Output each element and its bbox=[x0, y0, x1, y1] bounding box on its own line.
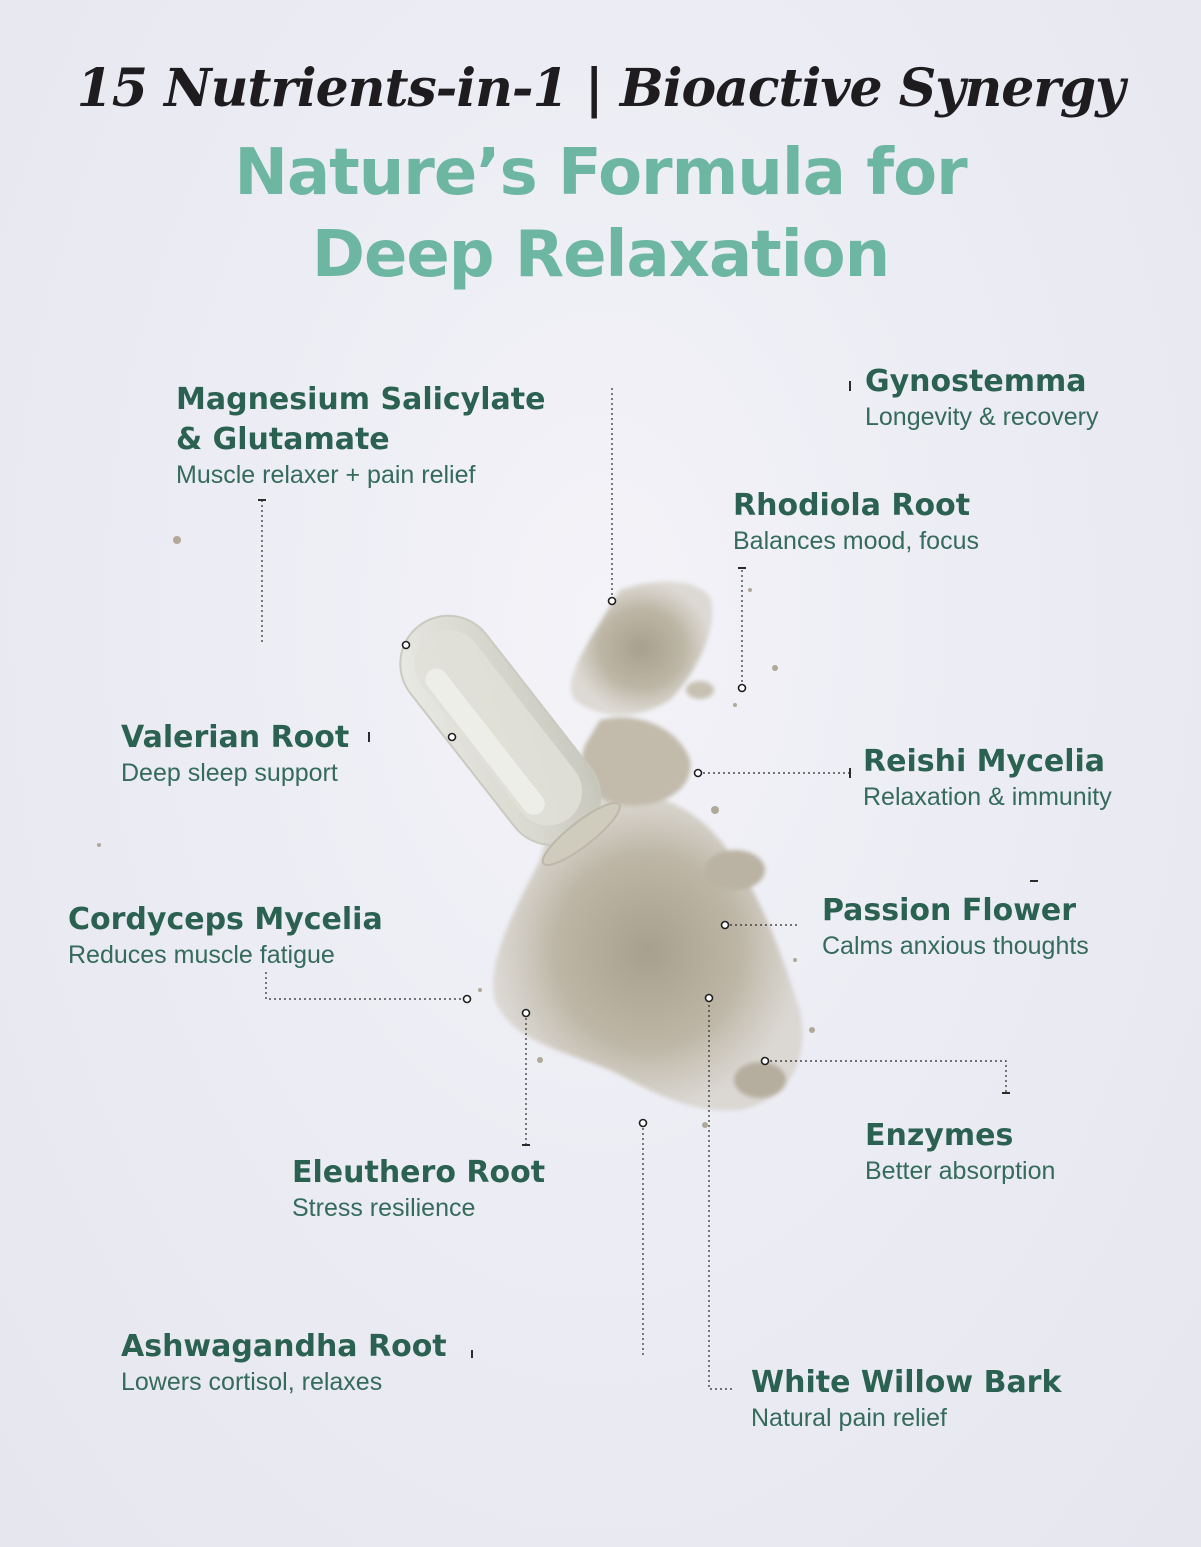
ingredient-benefit: Deep sleep support bbox=[121, 759, 338, 787]
ingredient-valerian: Valerian Root Deep sleep support bbox=[121, 718, 349, 788]
ingredient-benefit: Lowers cortisol, relaxes bbox=[121, 1368, 383, 1396]
ingredient-name: Reishi Mycelia bbox=[863, 744, 1106, 779]
endpoint-dots bbox=[401, 596, 770, 1128]
ingredient-name: White Willow Bark bbox=[751, 1365, 1062, 1400]
powder-specks bbox=[97, 536, 815, 1128]
ingredient-name: Enzymes bbox=[865, 1118, 1014, 1153]
ingredient-name: Gynostemma bbox=[865, 364, 1087, 399]
ingredient-name-line2: & Glutamate bbox=[176, 422, 390, 457]
ingredient-name: Cordyceps Mycelia bbox=[68, 902, 383, 937]
ingredient-name: Magnesium Salicylate bbox=[176, 382, 546, 417]
ingredient-benefit: Relaxation & immunity bbox=[863, 783, 1112, 811]
headline-line-1: Nature’s Formula for bbox=[234, 136, 967, 210]
ingredient-name: Eleuthero Root bbox=[292, 1155, 546, 1190]
tick-marks bbox=[258, 381, 1038, 1358]
ingredient-magnesium: Magnesium Salicylate & Glutamate Muscle … bbox=[176, 380, 545, 490]
headline: Nature’s Formula for Deep Relaxation bbox=[0, 132, 1201, 296]
ingredient-benefit: Balances mood, focus bbox=[733, 527, 979, 555]
ingredient-white-willow: White Willow Bark Natural pain relief bbox=[751, 1363, 1061, 1433]
ingredient-ashwagandha: Ashwagandha Root Lowers cortisol, relaxe… bbox=[121, 1327, 447, 1397]
headline-line-2: Deep Relaxation bbox=[311, 218, 890, 292]
ingredient-eleuthero: Eleuthero Root Stress resilience bbox=[292, 1153, 545, 1223]
ingredient-passion-flower: Passion Flower Calms anxious thoughts bbox=[822, 891, 1089, 961]
ingredient-name: Ashwagandha Root bbox=[121, 1329, 447, 1364]
header-kicker: 15 Nutrients-in-1 | Bioactive Synergy bbox=[76, 58, 1126, 119]
ingredient-benefit: Better absorption bbox=[865, 1157, 1056, 1185]
ingredient-benefit: Reduces muscle fatigue bbox=[68, 941, 335, 969]
ingredient-benefit: Muscle relaxer + pain relief bbox=[176, 461, 476, 489]
ingredient-benefit: Natural pain relief bbox=[751, 1404, 947, 1432]
ingredient-name: Rhodiola Root bbox=[733, 488, 971, 523]
leader-lines bbox=[261, 388, 1007, 1390]
ingredient-rhodiola: Rhodiola Root Balances mood, focus bbox=[733, 486, 979, 556]
ingredient-gynostemma: Gynostemma Longevity & recovery bbox=[865, 362, 1098, 432]
powder-pile bbox=[493, 581, 803, 1111]
capsule bbox=[399, 614, 621, 867]
ingredient-name: Valerian Root bbox=[121, 720, 350, 755]
ingredient-benefit: Longevity & recovery bbox=[865, 403, 1099, 431]
ingredient-reishi: Reishi Mycelia Relaxation & immunity bbox=[863, 742, 1112, 812]
ingredient-benefit: Stress resilience bbox=[292, 1194, 476, 1222]
ingredient-cordyceps: Cordyceps Mycelia Reduces muscle fatigue bbox=[68, 900, 383, 970]
ingredient-enzymes: Enzymes Better absorption bbox=[865, 1116, 1055, 1186]
ingredient-benefit: Calms anxious thoughts bbox=[822, 932, 1089, 960]
ingredient-name: Passion Flower bbox=[822, 893, 1077, 928]
